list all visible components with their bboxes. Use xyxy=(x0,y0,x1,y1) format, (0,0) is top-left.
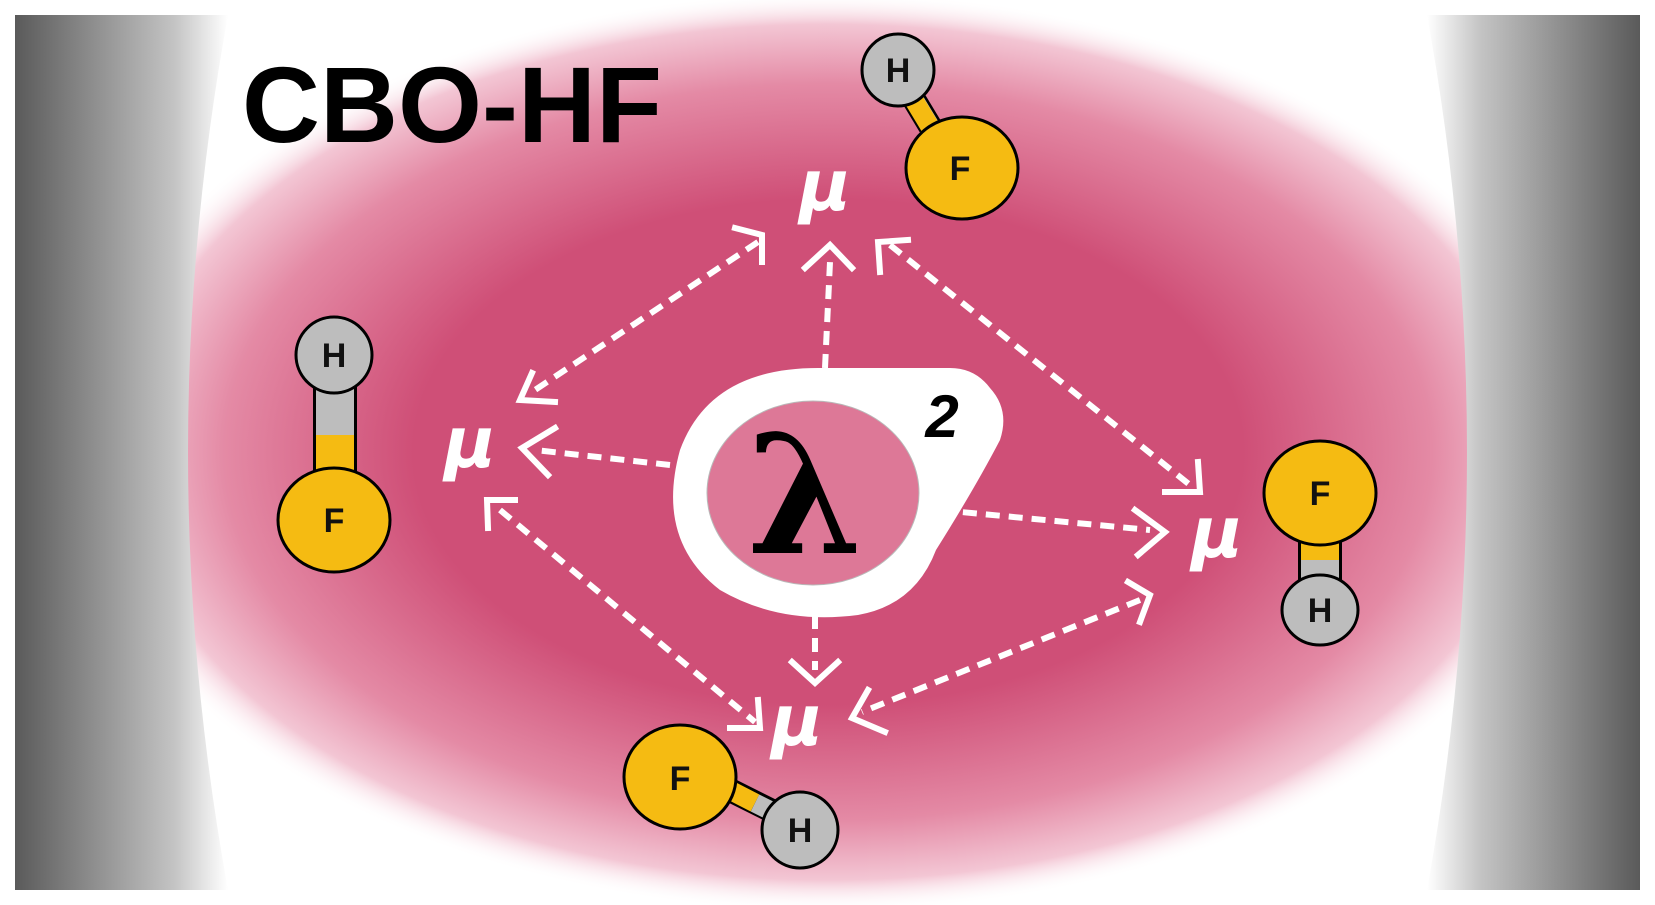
hydrogen-atom xyxy=(860,32,936,108)
left-mirror xyxy=(15,15,228,890)
hydrogen-atom xyxy=(1280,573,1360,647)
fluorine-atom xyxy=(276,466,392,574)
arrow-head-rb-bottom xyxy=(847,685,889,736)
coupling-lambda: λ xyxy=(747,398,863,592)
dipole-label-bottom: μ xyxy=(769,680,823,762)
arrow-head-lb-left xyxy=(483,497,518,532)
fluorine-atom xyxy=(1262,439,1378,547)
coupling-arrows xyxy=(483,224,1204,736)
arrow-head-lb-bottom xyxy=(727,696,764,731)
coupling-badge: λ 2 xyxy=(673,368,1004,618)
hydrogen-label: H xyxy=(1308,592,1333,630)
coupling-badge-inner xyxy=(706,400,920,586)
hydrogen-atom xyxy=(294,315,374,395)
arrow-head-tl-left xyxy=(515,369,559,406)
fluorine-label: F xyxy=(950,150,971,188)
arrow-head-rb-right xyxy=(1123,577,1154,626)
arrow-head-tr-right xyxy=(1162,458,1204,495)
diagram-title: CBO-HF xyxy=(242,44,662,165)
arrow-right-bottom xyxy=(860,597,1142,715)
fluorine-atom xyxy=(622,723,738,831)
arrow-head-tr-top xyxy=(874,236,912,276)
arrow-left-bottom xyxy=(498,507,757,725)
arrow-head-tl-top xyxy=(731,224,765,265)
arrow-head-top xyxy=(800,240,857,273)
hydrogen-atom xyxy=(760,790,840,870)
right-mirror xyxy=(1427,15,1640,890)
hydrogen-label: H xyxy=(788,812,813,850)
fluorine-atom xyxy=(904,115,1020,221)
fluorine-label: F xyxy=(670,760,691,798)
arrow-center-right xyxy=(939,507,1151,533)
arrow-head-bottom xyxy=(787,657,843,688)
hf-molecule-left: H F xyxy=(276,315,392,574)
dipole-label-left: μ xyxy=(442,402,496,484)
hf-molecule-right: F H xyxy=(1262,439,1378,647)
hydrogen-label: H xyxy=(886,52,911,90)
arrow-head-right xyxy=(1130,505,1170,560)
arrow-top-right xyxy=(888,242,1192,488)
fluorine-label: F xyxy=(1310,475,1331,513)
dipole-label-right: μ xyxy=(1189,492,1243,574)
arrow-head-left xyxy=(517,423,560,480)
fluorine-label: F xyxy=(324,502,345,540)
dipole-label-top: μ xyxy=(797,145,851,227)
hf-molecule-top: H F xyxy=(860,32,1020,221)
arrow-center-top xyxy=(822,261,833,369)
hydrogen-label: H xyxy=(322,337,347,375)
coupling-power: 2 xyxy=(924,383,958,450)
hf-molecule-bottom: F H xyxy=(622,723,840,870)
